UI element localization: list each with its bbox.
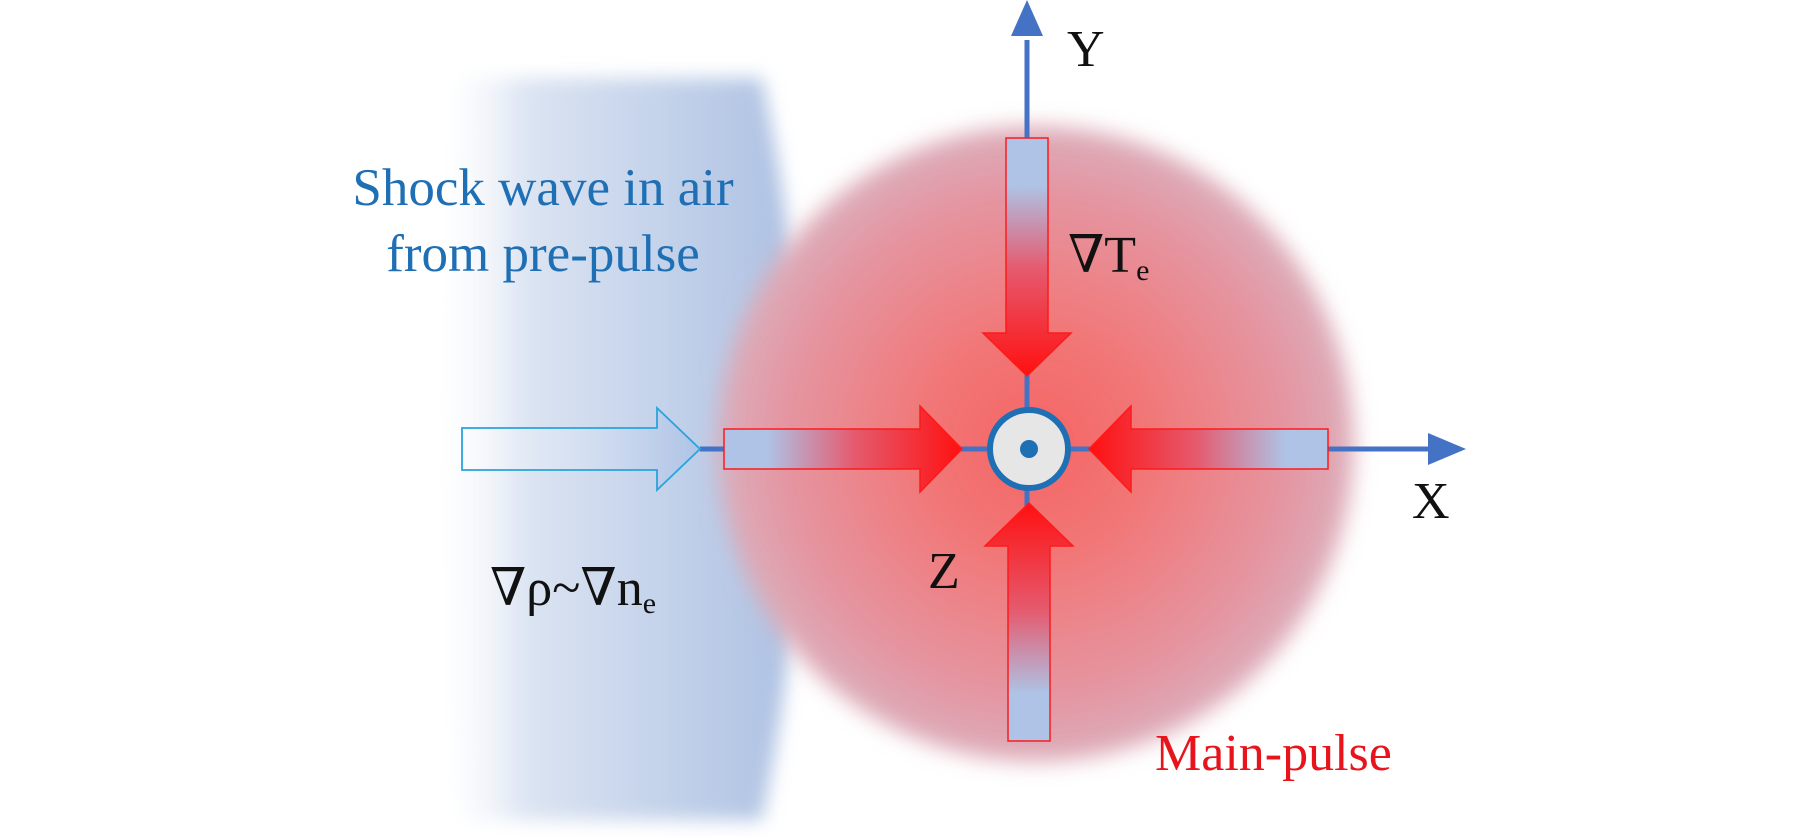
main-pulse-label: Main-pulse <box>1155 725 1392 782</box>
axis-y-label: Y <box>1067 21 1105 78</box>
x-axis-arrowhead <box>1428 433 1466 465</box>
axis-x-label: X <box>1412 473 1450 530</box>
shock-wave-label-line2: from pre-pulse <box>386 225 699 283</box>
temperature-arrow-top <box>981 137 1073 378</box>
y-axis-arrowhead <box>1011 0 1043 36</box>
temperature-arrow-left <box>723 404 964 494</box>
temperature-gradient-label: ∇Te <box>1068 227 1149 287</box>
shock-gradient-arrow <box>461 405 702 493</box>
axis-z-label: Z <box>928 543 960 600</box>
temperature-arrow-right <box>1087 404 1329 494</box>
out-of-page-dot-icon <box>987 407 1071 491</box>
density-gradient-label: ∇ρ~∇ne <box>490 560 656 620</box>
temperature-arrow-bottom <box>983 501 1075 742</box>
shock-wave-label-line1: Shock wave in air <box>352 159 734 217</box>
